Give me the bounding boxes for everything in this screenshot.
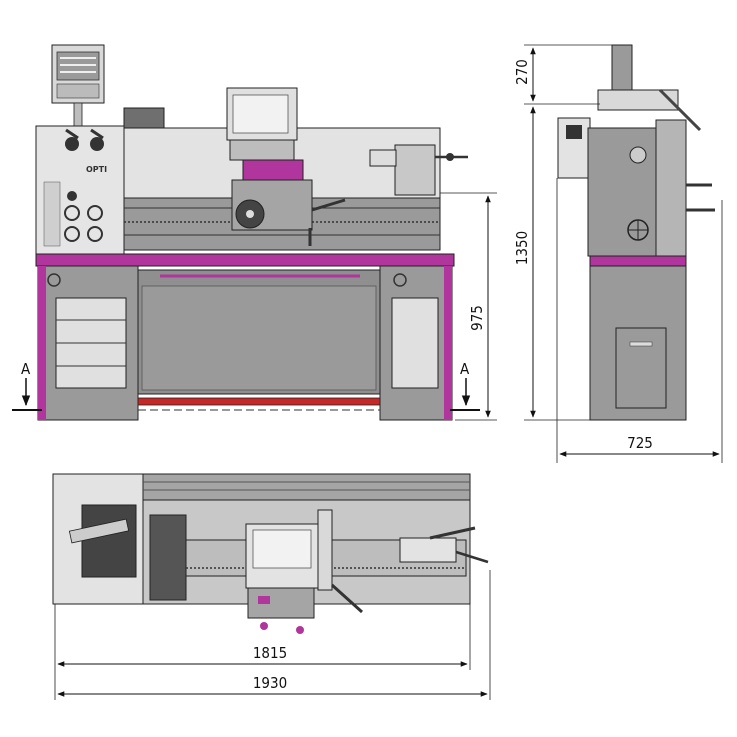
brand-logo: OPTI bbox=[86, 165, 107, 174]
carriage bbox=[226, 87, 346, 246]
headstock: OPTI bbox=[35, 125, 125, 255]
dim-height-975: 975 bbox=[468, 305, 486, 331]
side-view: 270 1350 725 bbox=[513, 44, 723, 463]
dim-length-1815: 1815 bbox=[253, 644, 287, 662]
dro-display bbox=[51, 44, 105, 128]
tailstock bbox=[369, 144, 468, 196]
machine-stand bbox=[37, 265, 453, 421]
dim-height-1350: 1350 bbox=[513, 231, 531, 265]
dim-length-1930: 1930 bbox=[253, 674, 287, 692]
top-view: 1815 1930 bbox=[52, 473, 491, 700]
dim-depth-725: 725 bbox=[627, 434, 653, 452]
chip-tray-red-strip bbox=[137, 397, 381, 406]
chip-tray-rim bbox=[35, 253, 455, 267]
section-marker-right: A bbox=[460, 360, 470, 378]
section-marker-left: A bbox=[21, 360, 31, 378]
dim-top-270: 270 bbox=[513, 59, 531, 85]
front-view: OPTI bbox=[12, 44, 497, 421]
